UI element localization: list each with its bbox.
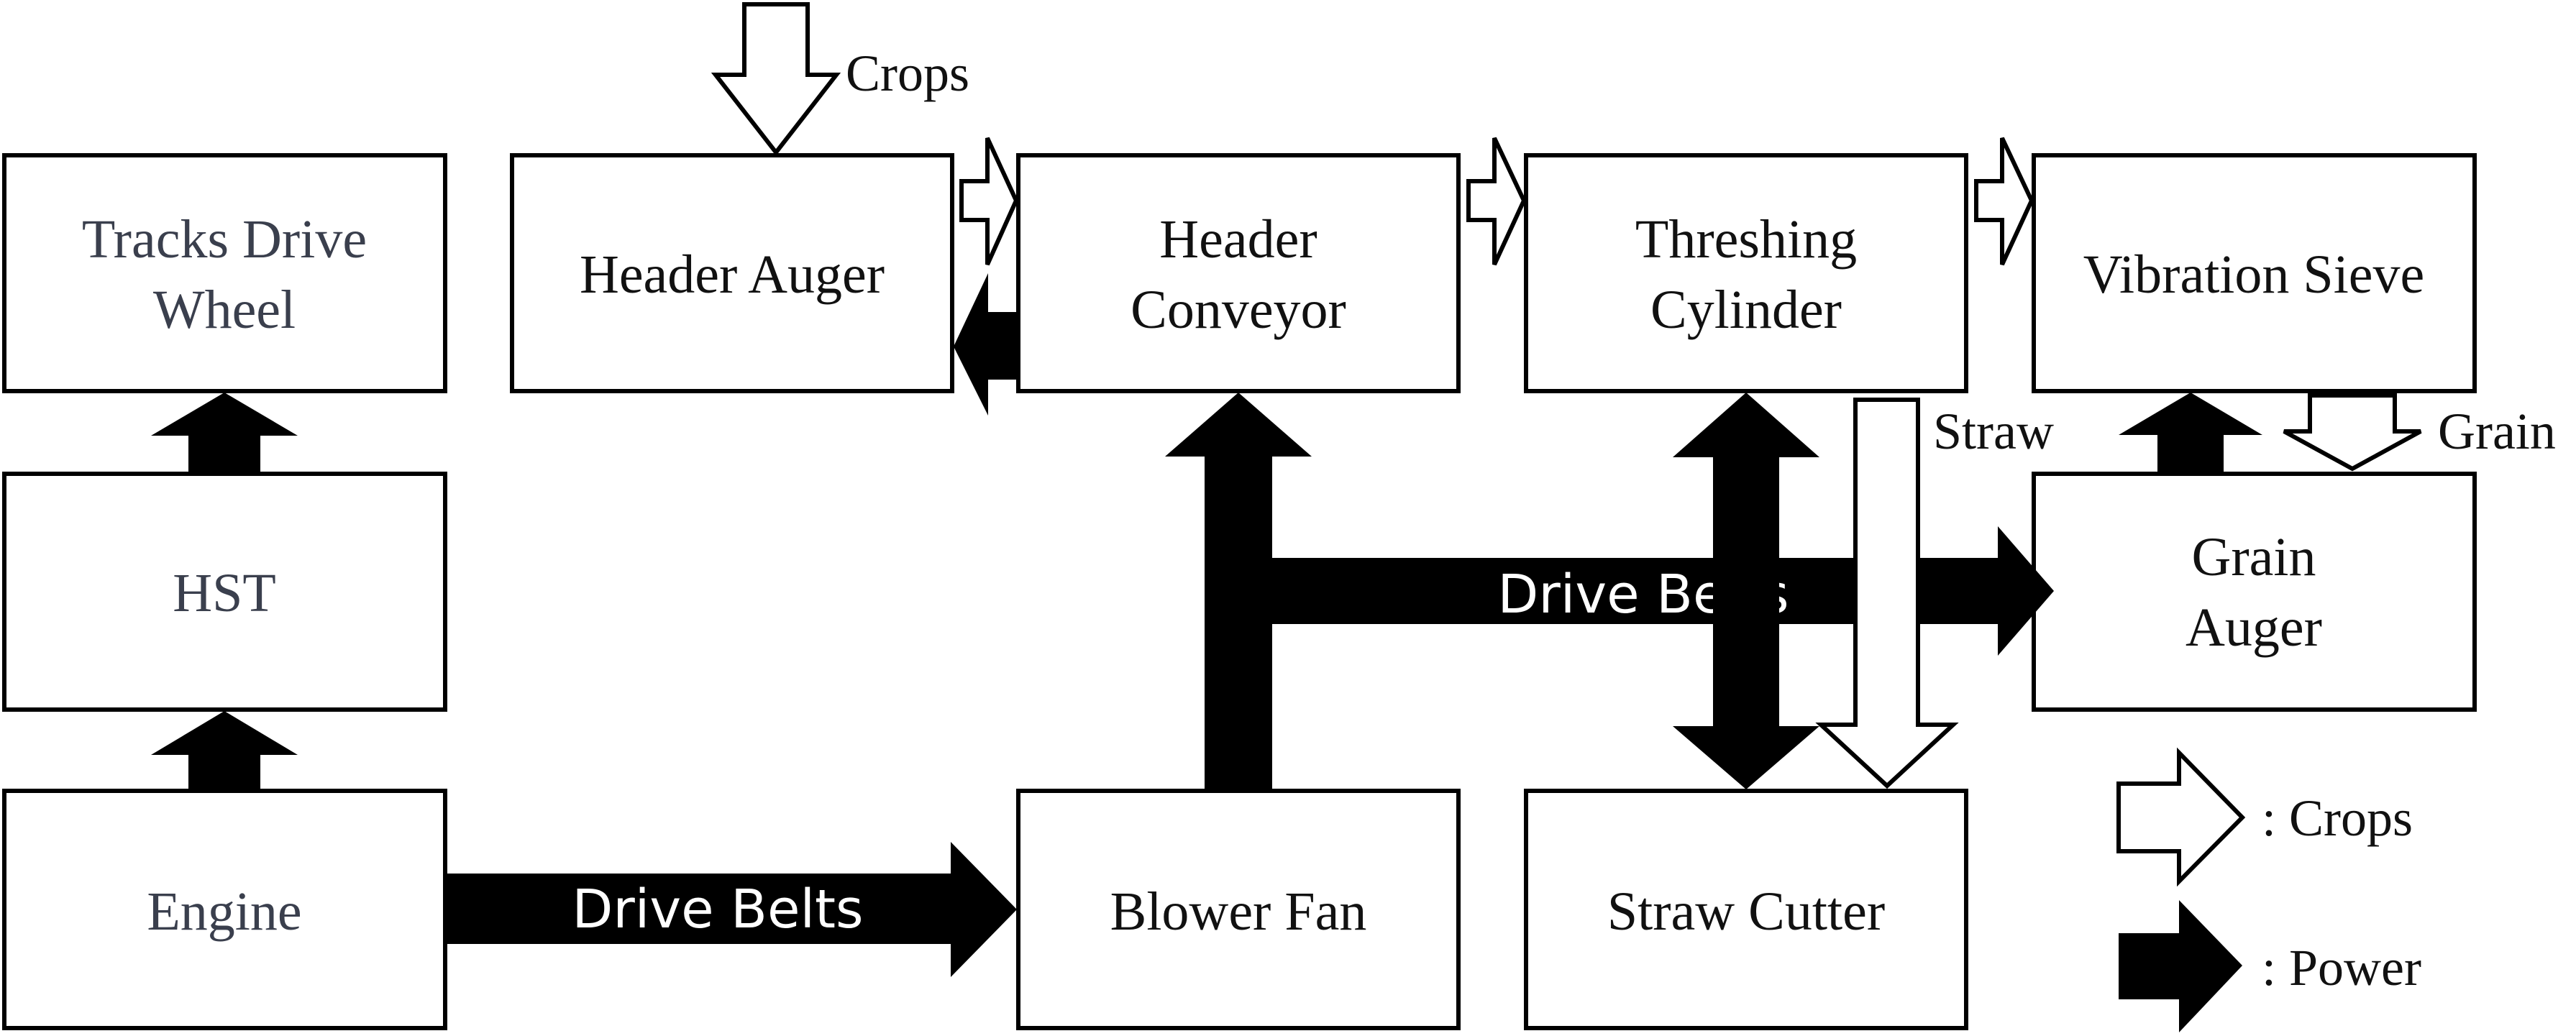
legend: : Crops : Power <box>2116 747 2421 1032</box>
box-label-line: Engine <box>147 881 301 942</box>
box-label-line: Threshing <box>1635 209 1857 270</box>
box-threshing-cylinder: Threshing Cylinder <box>1524 153 1968 393</box>
legend-crops-arrow-icon <box>2116 747 2246 887</box>
power-arrow-hst-to-tracks <box>151 393 298 472</box>
legend-crops-label: : Crops <box>2262 789 2413 847</box>
crop-arrow-conveyor-to-threshing <box>1466 137 1527 266</box>
box-label-line: Cylinder <box>1650 280 1842 340</box>
box-label-line: Conveyor <box>1131 280 1346 340</box>
box-straw-cutter: Straw Cutter <box>1524 789 1968 1030</box>
box-label-line: Vibration Sieve <box>2083 244 2425 305</box>
box-label-line: HST <box>173 563 276 623</box>
box-tracks-drive-wheel: Tracks Drive Wheel <box>2 153 447 393</box>
power-arrow-grain-auger-to-sieve <box>2119 393 2262 472</box>
box-blower-fan: Blower Fan <box>1016 789 1461 1030</box>
drive-belt-arrow-engine-to-blower <box>447 842 1017 977</box>
box-label-line: Grain <box>2191 527 2316 587</box>
legend-power-label: : Power <box>2262 939 2421 996</box>
flow-label-grain: Grain <box>2438 403 2556 460</box>
box-vibration-sieve: Vibration Sieve <box>2032 153 2477 393</box>
box-header-conveyor: Header Conveyor <box>1016 153 1461 393</box>
box-grain-auger: Grain Auger <box>2032 472 2477 712</box>
box-label-line: Header <box>1159 209 1317 270</box>
flow-label-crops: Crops <box>846 45 969 102</box>
drive-belt-arrow-blower-to-header-conveyor <box>1165 393 1312 789</box>
power-arrow-threshing-straw-cutter <box>1673 393 1819 789</box>
flow-label-straw: Straw <box>1933 403 2054 460</box>
box-engine: Engine <box>2 789 447 1030</box>
box-label-line: Blower Fan <box>1110 881 1367 942</box>
crop-arrow-grain-to-auger <box>2283 393 2422 472</box>
crop-arrow-crops-in <box>711 2 841 156</box>
box-label-line: Tracks Drive <box>82 209 367 270</box>
drive-belt-label: Drive Belts <box>572 879 863 940</box>
box-label-line: Wheel <box>153 280 296 340</box>
box-label-line: Header Auger <box>580 244 885 305</box>
box-header-auger: Header Auger <box>510 153 954 393</box>
power-arrow-conveyor-to-header-auger <box>954 273 1017 416</box>
box-label-line: Auger <box>2186 597 2322 658</box>
crop-arrow-threshing-to-sieve <box>1974 137 2034 266</box>
box-label-line: Straw Cutter <box>1607 881 1885 942</box>
legend-power-arrow-icon <box>2119 900 2242 1032</box>
box-hst: HST <box>2 472 447 712</box>
crop-arrow-auger-to-conveyor <box>959 137 1019 266</box>
power-arrow-engine-to-hst <box>151 711 298 789</box>
crop-arrow-straw-to-cutter <box>1815 398 1959 789</box>
